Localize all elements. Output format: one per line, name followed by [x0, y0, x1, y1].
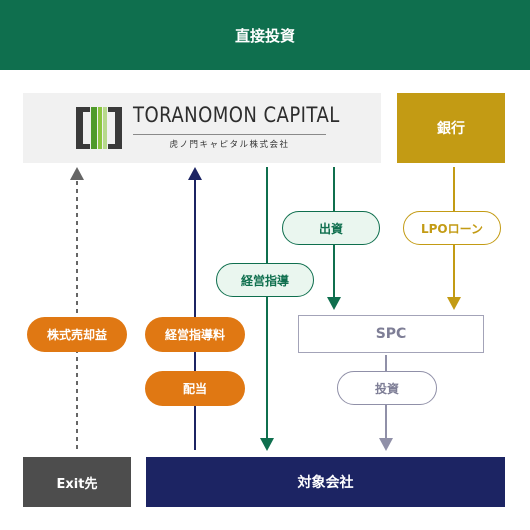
- share-sale-gain-pill: 株式売却益: [27, 317, 127, 352]
- loan-label-pill: LPOローン: [403, 211, 501, 245]
- exit-return-arrowhead: [70, 167, 84, 180]
- target-company-label: 対象会社: [297, 475, 354, 491]
- spc-label: SPC: [375, 326, 407, 342]
- management-label: 経営指導: [240, 273, 289, 288]
- return-arrowhead: [188, 167, 202, 180]
- logo-divider: [133, 134, 326, 135]
- equity-label-pill: 出資: [282, 211, 380, 245]
- management-fee-label: 経営指導料: [164, 328, 225, 342]
- bank-label: 銀行: [437, 121, 465, 137]
- page-title: 直接投資: [234, 26, 295, 45]
- company-name-japanese: 虎ノ門キャピタル株式会社: [169, 140, 290, 150]
- investment-arrowhead: [379, 438, 393, 451]
- dividend-pill: 配当: [145, 371, 245, 406]
- equity-label: 出資: [318, 221, 343, 236]
- loan-arrowhead: [447, 297, 461, 310]
- company-name: TORANOMON CAPITAL: [133, 103, 340, 127]
- bank-box: 銀行: [397, 93, 505, 163]
- share-sale-gain-label: 株式売却益: [46, 328, 107, 342]
- target-company-box: 対象会社: [146, 457, 505, 507]
- spc-box: SPC: [298, 315, 484, 353]
- management-arrowhead: [260, 438, 274, 451]
- management-label-pill: 経営指導: [216, 263, 314, 297]
- toranomon-logo-icon: [76, 107, 122, 149]
- investment-label-pill: 投資: [337, 371, 437, 405]
- management-fee-pill: 経営指導料: [145, 317, 245, 352]
- exit-box: Exit先: [23, 457, 131, 507]
- equity-arrowhead: [327, 297, 341, 310]
- loan-label: LPOローン: [420, 221, 484, 236]
- exit-label: Exit先: [56, 476, 98, 492]
- dividend-label: 配当: [182, 382, 207, 396]
- investment-label: 投資: [374, 381, 399, 396]
- page-title-bar: 直接投資: [0, 0, 530, 70]
